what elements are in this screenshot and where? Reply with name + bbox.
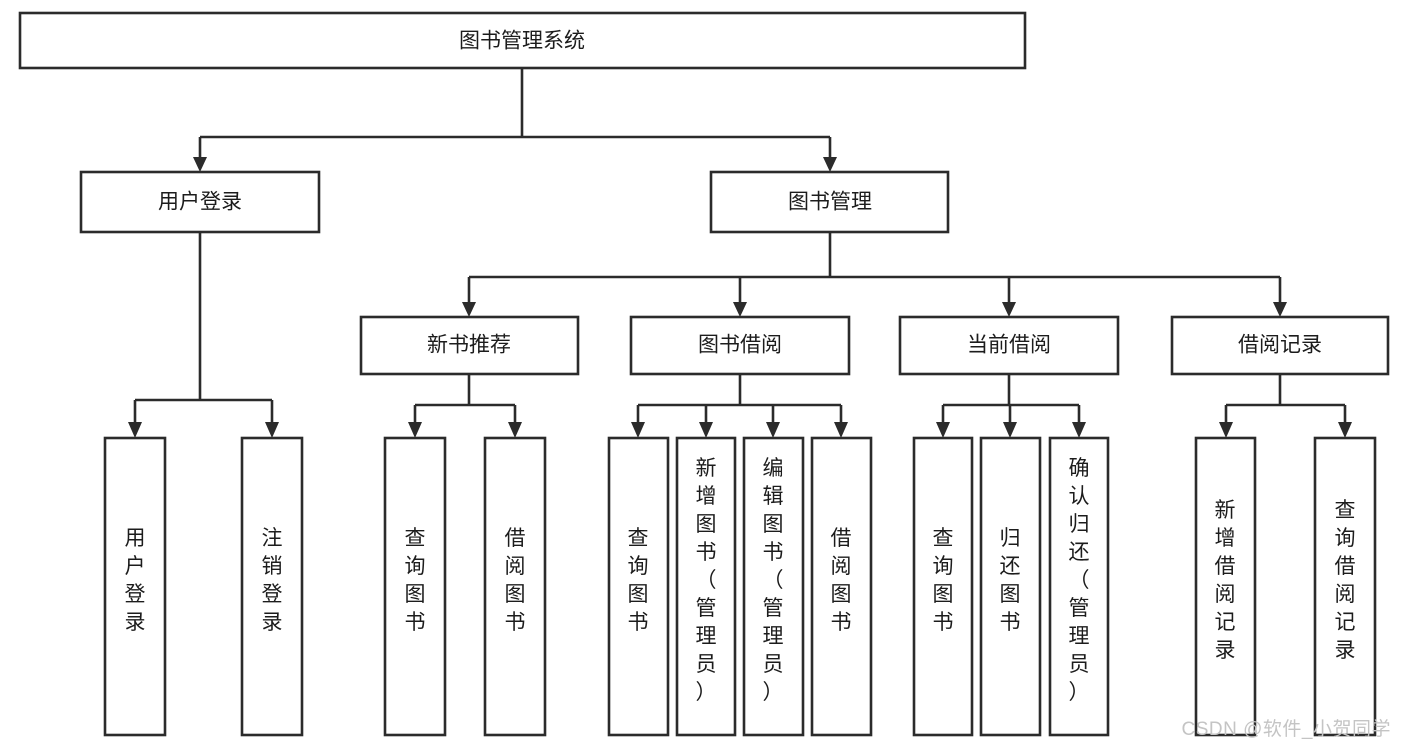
- node-leaf-query-book-new[interactable]: 查询图书: [383, 436, 447, 737]
- node-book-manage-rect[interactable]: [709, 170, 950, 234]
- node-leaf-logout[interactable]: 注销登录: [240, 436, 304, 737]
- arrowhead-leaf-query-book-borrow: [631, 422, 645, 438]
- arrowhead-leaf-return-book: [1003, 422, 1017, 438]
- node-leaf-query-book-borrow-rect[interactable]: [607, 436, 670, 737]
- arrowhead-leaf-query-book-current: [936, 422, 950, 438]
- arrowhead-borrow-record: [1273, 302, 1287, 317]
- node-leaf-confirm-return-admin-rect[interactable]: [1048, 436, 1110, 737]
- node-leaf-logout-label: 注销登录: [262, 527, 283, 634]
- node-leaf-query-book-current-label: 查询图书: [933, 527, 954, 634]
- node-leaf-user-login-label: 用户登录: [125, 527, 146, 634]
- node-leaf-return-book-label: 归还图书: [1000, 527, 1021, 634]
- arrowhead-book-borrow: [733, 302, 747, 317]
- node-borrow-record-rect[interactable]: [1170, 315, 1390, 376]
- node-leaf-add-borrow-record[interactable]: 新增借阅记录: [1194, 436, 1257, 737]
- node-leaf-add-borrow-record-rect[interactable]: [1194, 436, 1257, 737]
- node-leaf-confirm-return-admin-label: 确认归还（管理员）: [1069, 457, 1090, 704]
- arrowhead-leaf-logout: [265, 422, 279, 438]
- node-leaf-edit-book-admin-label: 编辑图书（管理员）: [763, 457, 784, 704]
- node-leaf-edit-book-admin[interactable]: 编辑图书（管理员）: [742, 436, 805, 737]
- node-leaf-user-login[interactable]: 用户登录: [103, 436, 167, 737]
- node-leaf-add-borrow-record-label: 新增借阅记录: [1215, 499, 1236, 662]
- node-book-manage[interactable]: 图书管理: [709, 170, 950, 234]
- node-leaf-user-login-rect[interactable]: [103, 436, 167, 737]
- node-leaf-query-book-borrow[interactable]: 查询图书: [607, 436, 670, 737]
- node-leaf-borrow-book-borrow-label: 借阅图书: [831, 527, 852, 634]
- node-leaf-query-book-new-rect[interactable]: [383, 436, 447, 737]
- node-leaf-query-book-current-rect[interactable]: [912, 436, 974, 737]
- node-current-borrow[interactable]: 当前借阅: [898, 315, 1120, 376]
- arrowhead-leaf-borrow-book-borrow: [834, 422, 848, 438]
- arrowhead-current-borrow: [1002, 302, 1016, 317]
- arrowhead-leaf-edit-book: [766, 422, 780, 438]
- node-leaf-logout-rect[interactable]: [240, 436, 304, 737]
- node-leaf-confirm-return-admin[interactable]: 确认归还（管理员）: [1048, 436, 1110, 737]
- arrowhead-book-manage: [823, 157, 837, 172]
- node-borrow-record[interactable]: 借阅记录: [1170, 315, 1390, 376]
- arrowhead-leaf-query-book-new: [408, 422, 422, 438]
- node-current-borrow-label: 当前借阅: [967, 334, 1051, 357]
- node-leaf-query-book-current[interactable]: 查询图书: [912, 436, 974, 737]
- node-leaf-query-book-borrow-label: 查询图书: [628, 527, 649, 634]
- node-leaf-borrow-book-new-rect[interactable]: [483, 436, 547, 737]
- node-root-label: 图书管理系统: [459, 30, 585, 53]
- node-leaf-return-book[interactable]: 归还图书: [979, 436, 1042, 737]
- node-leaf-edit-book-admin-rect[interactable]: [742, 436, 805, 737]
- node-leaf-add-book-admin-label: 新增图书（管理员）: [696, 457, 717, 704]
- node-leaf-return-book-rect[interactable]: [979, 436, 1042, 737]
- arrowhead-leaf-add-book: [699, 422, 713, 438]
- node-leaf-query-book-new-label: 查询图书: [405, 527, 426, 634]
- node-user-login-label: 用户登录: [158, 191, 242, 214]
- node-root[interactable]: 图书管理系统: [18, 11, 1027, 70]
- node-new-book-recommend-label: 新书推荐: [427, 334, 511, 357]
- node-root-rect[interactable]: [18, 11, 1027, 70]
- node-leaf-borrow-book-borrow-rect[interactable]: [810, 436, 873, 737]
- node-user-login-rect[interactable]: [79, 170, 321, 234]
- connector-layer: [128, 68, 1352, 438]
- node-book-borrow[interactable]: 图书借阅: [629, 315, 851, 376]
- node-leaf-query-borrow-record-label: 查询借阅记录: [1335, 499, 1356, 662]
- node-leaf-query-borrow-record[interactable]: 查询借阅记录: [1313, 436, 1377, 737]
- node-leaf-borrow-book-new[interactable]: 借阅图书: [483, 436, 547, 737]
- watermark-text: CSDN @软件_小贺同学: [1181, 719, 1391, 740]
- node-book-manage-label: 图书管理: [788, 191, 872, 214]
- node-user-login[interactable]: 用户登录: [79, 170, 321, 234]
- node-leaf-borrow-book-borrow[interactable]: 借阅图书: [810, 436, 873, 737]
- node-new-book-recommend[interactable]: 新书推荐: [359, 315, 580, 376]
- arrowhead-new-book-recommend: [462, 302, 476, 317]
- arrowhead-leaf-user-login: [128, 422, 142, 438]
- arrowhead-leaf-query-borrow-record: [1338, 422, 1352, 438]
- arrowhead-leaf-confirm-return: [1072, 422, 1086, 438]
- node-new-book-recommend-rect[interactable]: [359, 315, 580, 376]
- node-leaf-add-book-admin-rect[interactable]: [675, 436, 737, 737]
- node-leaf-add-book-admin[interactable]: 新增图书（管理员）: [675, 436, 737, 737]
- node-book-borrow-rect[interactable]: [629, 315, 851, 376]
- arrowhead-leaf-borrow-book-new: [508, 422, 522, 438]
- node-book-borrow-label: 图书借阅: [698, 334, 782, 357]
- node-borrow-record-label: 借阅记录: [1238, 334, 1322, 357]
- node-leaf-query-borrow-record-rect[interactable]: [1313, 436, 1377, 737]
- arrowhead-user-login: [193, 157, 207, 172]
- node-current-borrow-rect[interactable]: [898, 315, 1120, 376]
- node-leaf-borrow-book-new-label: 借阅图书: [505, 527, 526, 634]
- arrowhead-leaf-add-borrow-record: [1219, 422, 1233, 438]
